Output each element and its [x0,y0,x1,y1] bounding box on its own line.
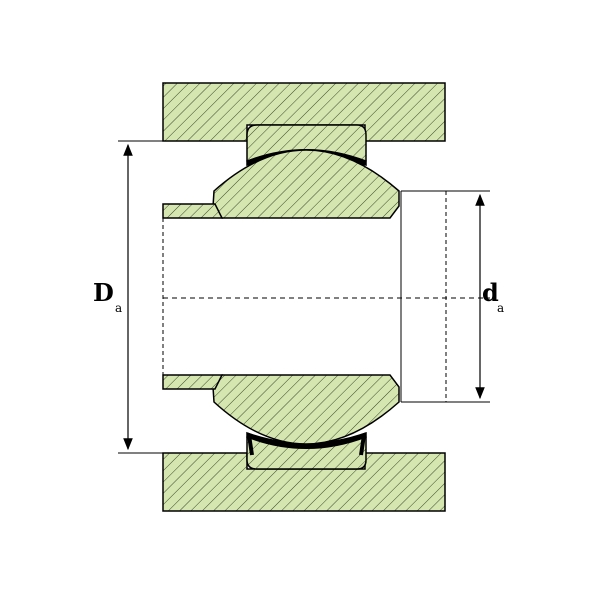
housing-top [162,82,446,142]
label-da-sub: a [497,301,504,315]
label-Da-sub: a [115,301,122,315]
label-Da-main: D [93,278,114,307]
bore-lines [162,191,447,402]
inner-flange-top [162,203,224,219]
dimension-da: d a [401,190,504,403]
label-da-main: d [482,278,499,307]
inner-flange-bottom [162,374,224,390]
seal-bottom [246,432,367,449]
inner-ring-bottom [162,374,400,445]
housing-bottom [162,452,446,512]
inner-ring-top [162,149,400,219]
dimension-Da: D a [93,140,163,454]
